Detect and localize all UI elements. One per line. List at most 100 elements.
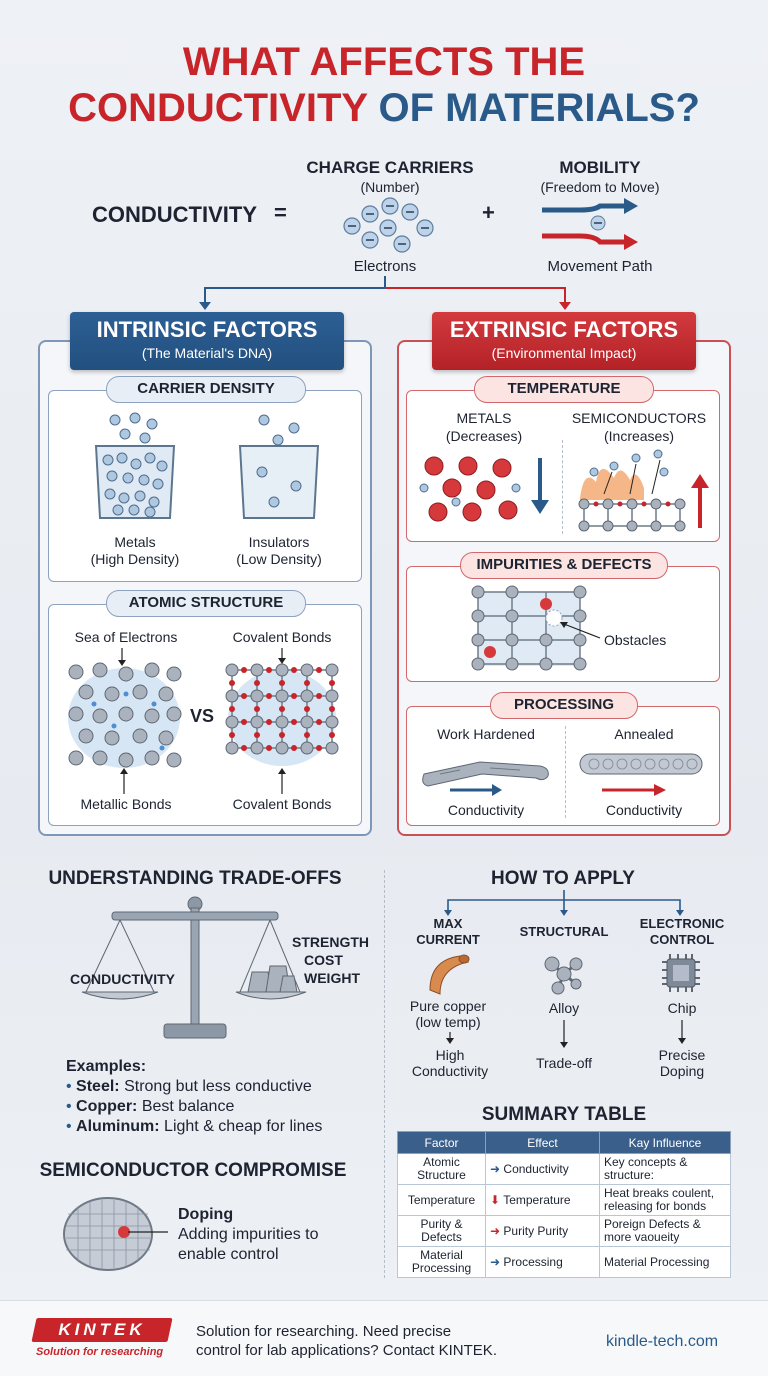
impurities-label: IMPURITIES & DEFECTS bbox=[460, 552, 668, 579]
example-copper-text: Best balance bbox=[141, 1098, 235, 1115]
summary-influence: Heat breaks coulent, releasing for bonds bbox=[599, 1184, 731, 1216]
arrow-right-icon: ➜ bbox=[490, 1223, 501, 1238]
summary-factor: Temperature bbox=[397, 1184, 486, 1216]
arrow-down-icon: ⬇ bbox=[490, 1192, 501, 1207]
example-steel: • Steel: Strong but less conductive bbox=[66, 1078, 312, 1095]
summary-effect-text: Conductivity bbox=[503, 1161, 569, 1176]
carrier-density-label: CARRIER DENSITY bbox=[106, 376, 306, 403]
tradeoff-cost: COST bbox=[304, 952, 343, 968]
summary-title: SUMMARY TABLE bbox=[481, 1104, 647, 1125]
insulators-sub: (Low Density) bbox=[236, 551, 322, 567]
extrinsic-header: EXTRINSIC FACTORS (Environmental Impact) bbox=[432, 312, 696, 370]
table-row: Material Processing ➜ Processing Materia… bbox=[397, 1246, 731, 1278]
table-row: Purity & Defects ➜ Purity Purity Poreign… bbox=[397, 1215, 731, 1247]
extrinsic-subtitle: (Environmental Impact) bbox=[491, 345, 637, 361]
work-hardened-label: Work Hardened bbox=[437, 726, 535, 742]
atomic-structure-label: ATOMIC STRUCTURE bbox=[106, 590, 306, 617]
example-steel-bold: Steel: bbox=[76, 1078, 120, 1095]
chip-icon bbox=[662, 954, 700, 992]
apply-col1-result1: High bbox=[435, 1047, 465, 1063]
eq-conductivity: CONDUCTIVITY bbox=[92, 202, 257, 227]
temp-metals-label: METALS bbox=[456, 410, 512, 426]
table-row: Temperature ⬇ Temperature Heat breaks co… bbox=[397, 1184, 731, 1216]
apply-col1-result2: Conductivity bbox=[411, 1063, 489, 1079]
covalent-bottom-label: Covalent Bonds bbox=[232, 796, 332, 812]
summary-th-effect: Effect bbox=[485, 1131, 600, 1154]
title-materials: OF MATERIALS? bbox=[378, 86, 700, 130]
intrinsic-header: INTRINSIC FACTORS (The Material's DNA) bbox=[70, 312, 344, 370]
apply-col2-head1: STRUCTURAL bbox=[519, 924, 609, 939]
eq-plus: + bbox=[482, 200, 495, 225]
summary-influence: Key concepts & structure: bbox=[599, 1153, 731, 1185]
insulators-beaker-icon bbox=[238, 414, 320, 519]
tradeoffs-title: UNDERSTANDING TRADE-OFFS bbox=[48, 868, 342, 889]
section-divider bbox=[384, 870, 385, 1278]
temp-metals-sub: (Decreases) bbox=[445, 428, 523, 444]
apply-title: HOW TO APPLY bbox=[491, 868, 635, 889]
carriers-caption: Electrons bbox=[353, 258, 417, 275]
apply-col3-head1: ELECTRONIC bbox=[639, 916, 725, 931]
metallic-lattice-icon bbox=[68, 648, 182, 794]
table-row: Atomic Structure ➜ Conductivity Key conc… bbox=[397, 1153, 731, 1185]
movement-path-icon bbox=[542, 198, 638, 250]
apply-col2-item1: Alloy bbox=[548, 1000, 580, 1016]
summary-effect: ➜ Conductivity bbox=[485, 1153, 600, 1185]
arrow-right-icon: ➜ bbox=[490, 1254, 501, 1269]
apply-col3-result1: Precise bbox=[658, 1047, 706, 1063]
intrinsic-title: INTRINSIC FACTORS bbox=[96, 317, 318, 342]
extrinsic-title: EXTRINSIC FACTORS bbox=[449, 317, 679, 342]
summary-effect: ➜ Purity Purity bbox=[485, 1215, 600, 1247]
logo-text: KINTEK bbox=[58, 1320, 146, 1339]
annealed-rod-icon bbox=[579, 753, 703, 796]
example-steel-text: Strong but less conductive bbox=[124, 1078, 312, 1095]
tradeoff-weight: WEIGHT bbox=[304, 970, 360, 986]
doping-desc-1: Adding impurities to bbox=[178, 1226, 319, 1243]
metallic-bonds-label: Metallic Bonds bbox=[80, 796, 172, 812]
branch-connector bbox=[199, 276, 571, 310]
logo-tagline: Solution for researching bbox=[36, 1346, 164, 1358]
summary-th-influence: Kay Influence bbox=[599, 1131, 731, 1154]
eq-equals: = bbox=[274, 200, 287, 225]
covalent-top-label: Covalent Bonds bbox=[232, 629, 332, 645]
summary-effect-text: Purity Purity bbox=[503, 1223, 569, 1238]
temperature-divider bbox=[562, 440, 563, 534]
metal-atoms-vibrating-icon bbox=[419, 456, 549, 522]
sea-of-electrons-label: Sea of Electrons bbox=[74, 629, 178, 645]
footer-url-link[interactable]: kindle-tech.com bbox=[606, 1333, 719, 1350]
metals-label: Metals bbox=[114, 534, 156, 550]
mobility-title: MOBILITY bbox=[559, 158, 641, 177]
apply-col3-result2: Doping bbox=[659, 1063, 705, 1079]
semiconductor-heat-icon bbox=[578, 449, 709, 532]
temp-semi-label: SEMICONDUCTORS bbox=[571, 410, 707, 426]
summary-factor: Material Processing bbox=[397, 1246, 486, 1278]
carriers-sub: (Number) bbox=[360, 179, 420, 195]
intrinsic-subtitle: (The Material's DNA) bbox=[141, 345, 273, 361]
mobility-caption: Movement Path bbox=[547, 258, 653, 275]
page-title-line1: WHAT AFFECTS THE bbox=[182, 40, 586, 84]
example-copper-bold: Copper: bbox=[76, 1098, 138, 1115]
footer-text-1: Solution for researching. Need precise bbox=[196, 1323, 452, 1340]
tradeoff-strength: STRENGTH bbox=[292, 934, 369, 950]
apply-branch-connector bbox=[444, 890, 684, 916]
summary-th-factor: Factor bbox=[397, 1131, 486, 1154]
summary-influence: Material Processing bbox=[599, 1246, 731, 1278]
temperature-card bbox=[406, 390, 720, 542]
electron-cluster-icon bbox=[343, 197, 434, 253]
apply-col2-result1: Trade-off bbox=[535, 1055, 593, 1071]
wafer-icon bbox=[63, 1197, 168, 1271]
doping-label: Doping bbox=[178, 1206, 234, 1223]
mobility-sub: (Freedom to Move) bbox=[540, 179, 660, 195]
tradeoff-conductivity: CONDUCTIVITY bbox=[70, 971, 175, 987]
apply-col3-head2: CONTROL bbox=[649, 932, 715, 947]
example-copper: • Copper: Best balance bbox=[66, 1098, 235, 1115]
metals-sub: (High Density) bbox=[90, 551, 180, 567]
work-hardened-rod-icon bbox=[422, 761, 549, 796]
apply-col1-head1: MAX bbox=[433, 916, 463, 931]
title-conductivity: CONDUCTIVITY bbox=[68, 86, 368, 130]
doping-desc-2: enable control bbox=[178, 1246, 279, 1263]
summary-influence: Poreign Defects & more vaoueity bbox=[599, 1215, 731, 1247]
example-aluminum-bold: Aluminum: bbox=[76, 1118, 160, 1135]
summary-factor: Atomic Structure bbox=[397, 1153, 486, 1185]
copper-pipe-icon bbox=[429, 954, 470, 995]
apply-col3-item1: Chip bbox=[667, 1000, 697, 1016]
